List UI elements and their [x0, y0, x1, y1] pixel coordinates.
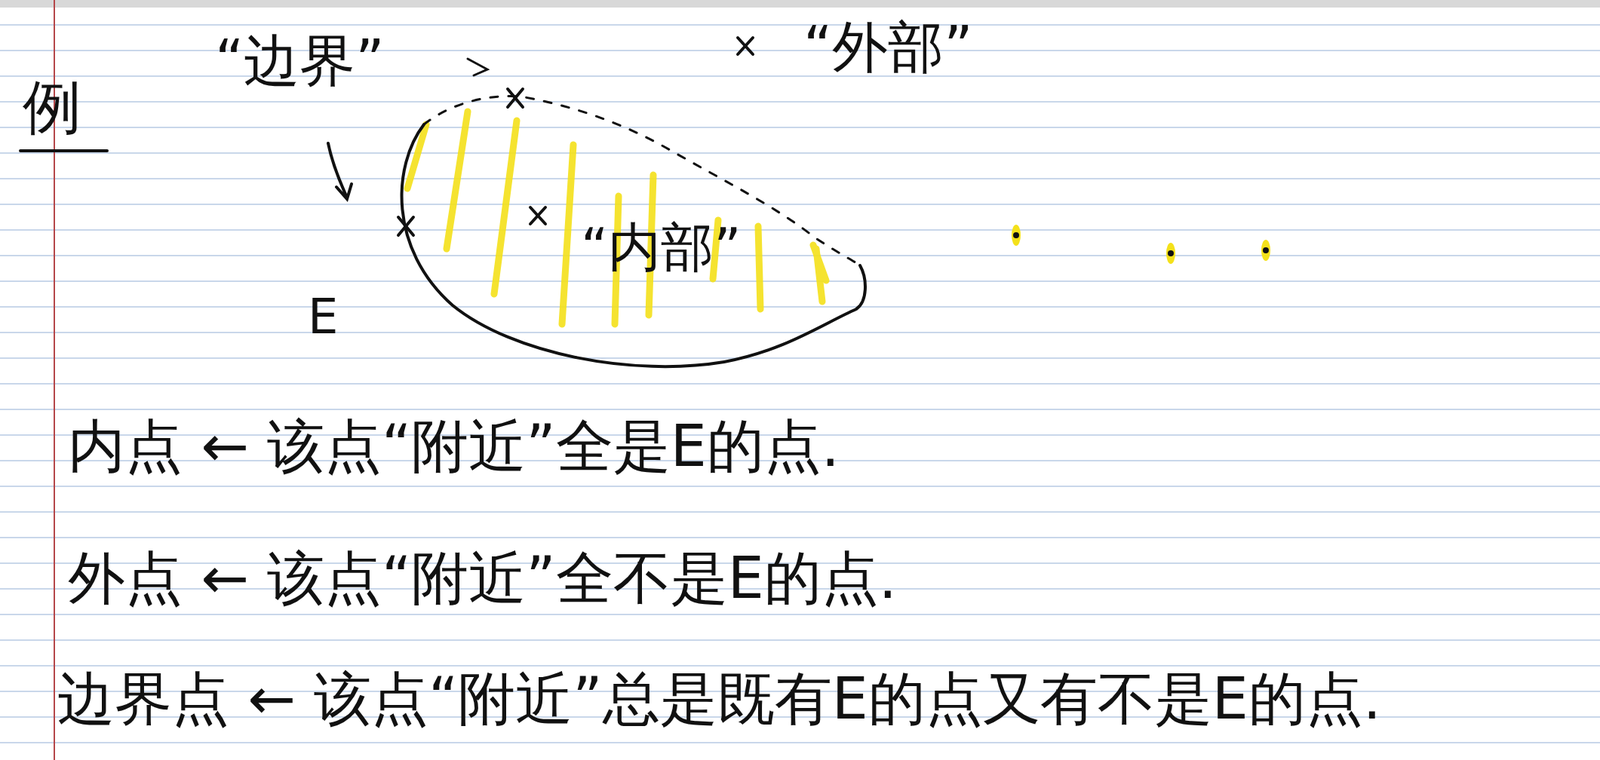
yellow-hatching [407, 111, 827, 325]
title-underline [20, 149, 108, 153]
isolated-points [1011, 224, 1271, 265]
point-crosses [398, 37, 753, 236]
interior-label: “内部” [580, 218, 742, 277]
exterior-label: “外部” [803, 16, 974, 78]
definition-line: 外点 ← 该点“附近”全不是E的点. [67, 546, 897, 611]
boundary-label: “边界” [214, 30, 385, 92]
leader-arrow [328, 143, 352, 200]
set-name: E [307, 290, 338, 344]
region-boundary-solid [402, 124, 866, 367]
definition-line: 内点 ← 该点“附近”全是E的点. [67, 414, 840, 479]
pen-stroke [467, 58, 488, 76]
top-bar [0, 0, 1600, 8]
title: 例 [22, 75, 82, 141]
definition-line: 边界点 ← 该点“附近”总是既有E的点又有不是E的点. [57, 667, 1382, 731]
